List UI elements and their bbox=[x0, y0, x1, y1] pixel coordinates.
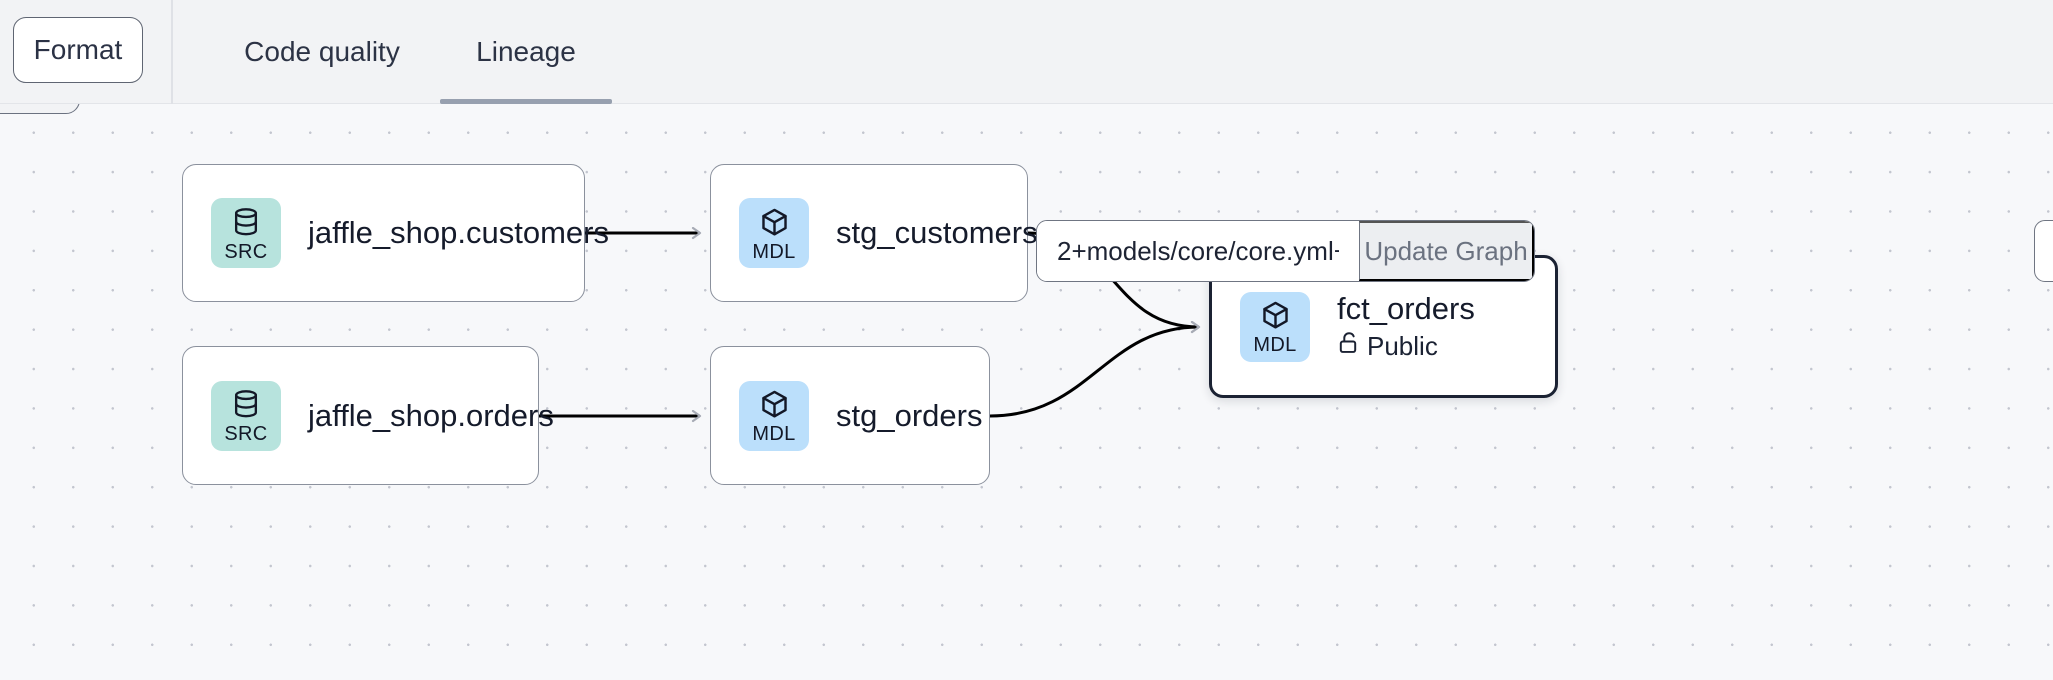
node-badge-src: SRC bbox=[211, 198, 281, 268]
database-icon bbox=[231, 205, 261, 239]
lineage-selector-input[interactable] bbox=[1037, 221, 1359, 281]
node-title: stg_customers bbox=[836, 215, 1038, 251]
node-badge-label: MDL bbox=[1253, 334, 1297, 356]
graph-controls-panel[interactable] bbox=[2034, 220, 2053, 282]
cube-icon bbox=[759, 387, 790, 421]
update-graph-button[interactable]: Update Graph bbox=[1359, 221, 1534, 281]
top-toolbar: Format Code quality Lineage bbox=[0, 0, 2053, 104]
node-visibility-label: Public bbox=[1367, 330, 1438, 361]
lineage-canvas[interactable]: SRC jaffle_shop.customers SRC jaffle_sho… bbox=[0, 104, 2053, 680]
node-title: jaffle_shop.orders bbox=[308, 397, 554, 433]
node-labels: jaffle_shop.orders bbox=[308, 398, 554, 434]
lineage-node-src-orders[interactable]: SRC jaffle_shop.orders bbox=[182, 346, 554, 485]
toolbar-divider bbox=[171, 0, 173, 104]
node-badge-mdl: MDL bbox=[739, 380, 809, 451]
node-badge-src: SRC bbox=[211, 380, 281, 451]
node-visibility: Public bbox=[1337, 331, 1475, 362]
unlock-icon bbox=[1337, 331, 1359, 362]
tab-code-quality-label: Code quality bbox=[244, 36, 400, 67]
node-labels: stg_customers bbox=[836, 215, 1038, 251]
cube-icon bbox=[1260, 298, 1291, 332]
lineage-node-stg-customers[interactable]: MDL stg_customers bbox=[710, 164, 1038, 302]
node-labels: jaffle_shop.customers bbox=[308, 215, 609, 251]
cube-icon bbox=[759, 205, 790, 239]
lineage-query-bar: Update Graph bbox=[1036, 220, 1535, 282]
tab-lineage-label: Lineage bbox=[476, 36, 576, 67]
tab-code-quality[interactable]: Code quality bbox=[232, 0, 412, 104]
tab-lineage[interactable]: Lineage bbox=[440, 0, 612, 104]
tab-active-indicator bbox=[440, 99, 612, 104]
node-badge-label: MDL bbox=[752, 423, 796, 445]
node-title: fct_orders bbox=[1337, 291, 1475, 327]
format-button[interactable]: Format bbox=[13, 17, 143, 83]
node-title: jaffle_shop.customers bbox=[308, 215, 609, 251]
node-badge-mdl: MDL bbox=[739, 198, 809, 268]
node-labels: stg_orders bbox=[836, 398, 982, 434]
lineage-node-stg-orders[interactable]: MDL stg_orders bbox=[710, 346, 990, 485]
editor-panel-corner bbox=[0, 104, 80, 114]
node-badge-label: MDL bbox=[752, 240, 796, 263]
edge-stg-orders-to-fct-orders bbox=[989, 327, 1199, 418]
lineage-node-src-customers[interactable]: SRC jaffle_shop.customers bbox=[182, 164, 609, 302]
node-badge-label: SRC bbox=[224, 423, 268, 445]
node-badge-label: SRC bbox=[224, 240, 268, 263]
database-icon bbox=[231, 387, 261, 421]
node-labels: fct_orders Public bbox=[1337, 291, 1475, 362]
node-badge-mdl: MDL bbox=[1240, 291, 1310, 362]
node-title: stg_orders bbox=[836, 397, 983, 433]
